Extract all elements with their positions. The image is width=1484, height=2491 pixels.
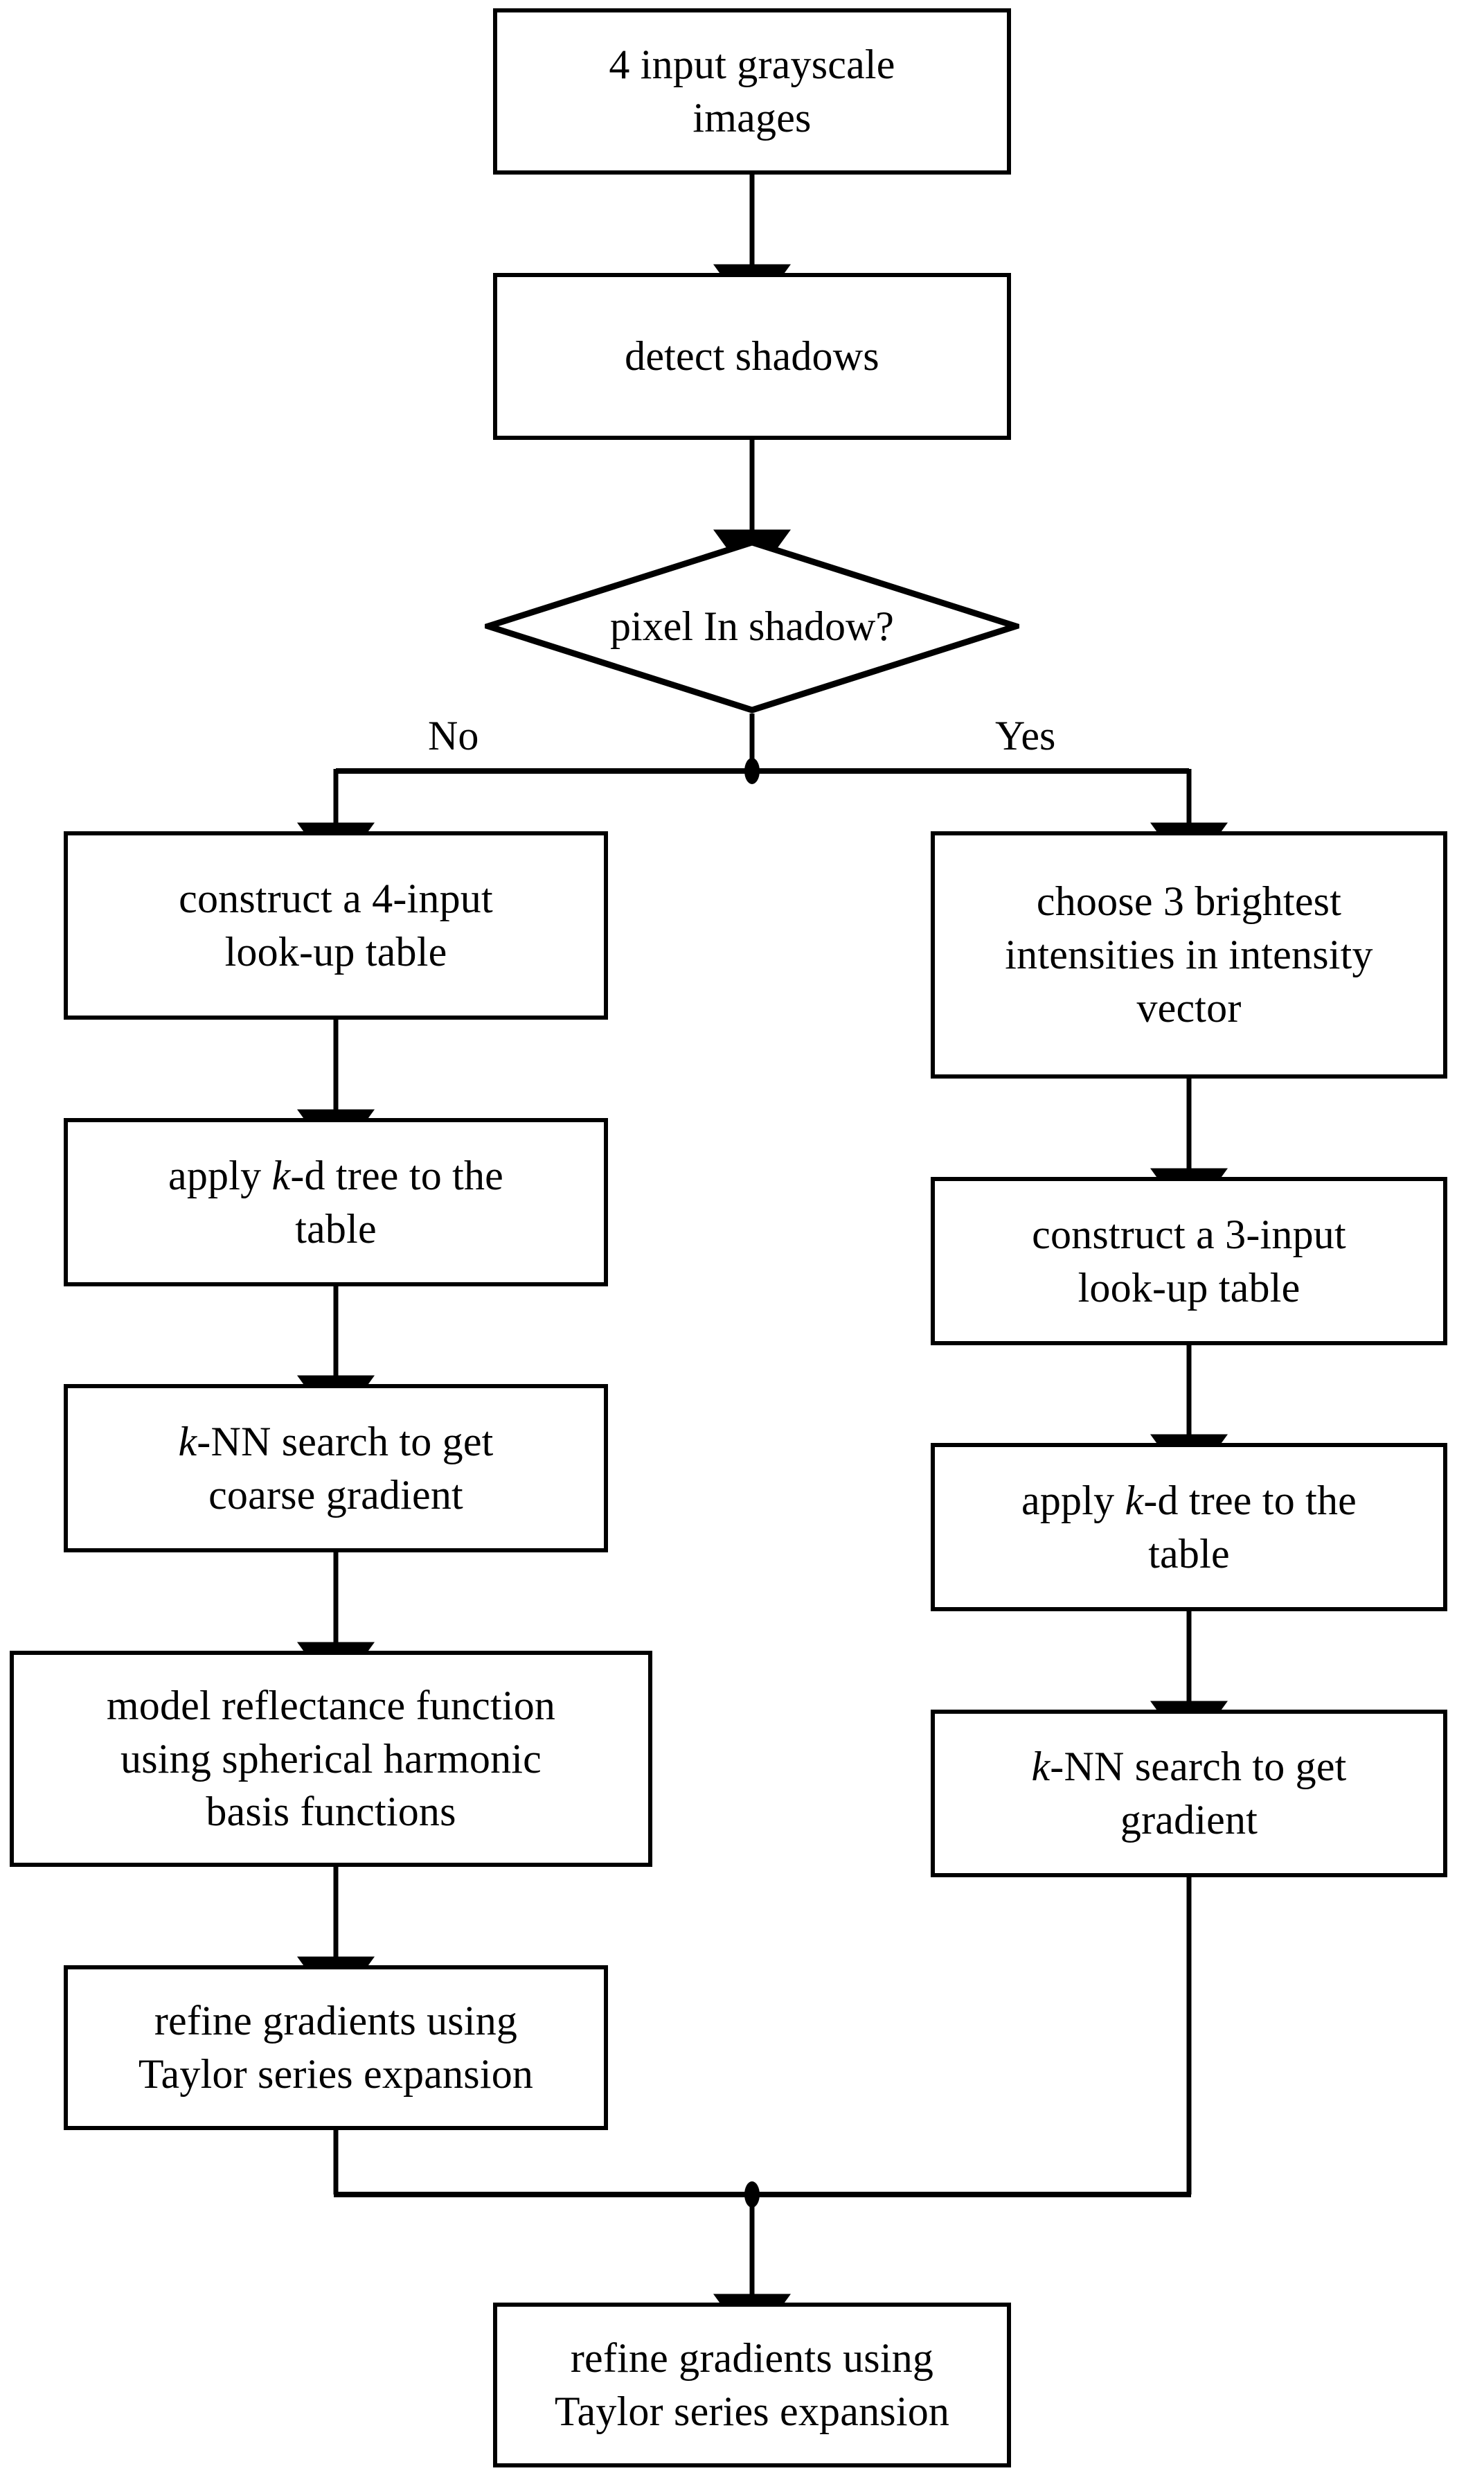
node-apply-kd-tree-right[interactable]: apply k-d tree to the table (931, 1443, 1447, 1611)
node-construct-4-input-lut-label: construct a 4-input look-up table (179, 876, 493, 975)
node-pixel-in-shadow-label: pixel In shadow? (610, 603, 894, 649)
edge-label-no: No (428, 713, 479, 759)
node-refine-gradients-left-label: refine gradients using Taylor series exp… (138, 1998, 534, 2097)
node-detect-shadows-label: detect shadows (625, 333, 879, 380)
node-knn-search-gradient-label: k-NN search to get gradient (942, 1740, 1436, 1847)
junction-dot-split (744, 758, 760, 784)
node-choose-3-brightest-label: choose 3 brightest intensities in intens… (1005, 878, 1373, 1031)
node-construct-3-input-lut-label: construct a 3-input look-up table (1032, 1211, 1346, 1311)
kd-left-k: k (271, 1152, 291, 1198)
kd-left-pre: apply (168, 1152, 272, 1198)
node-detect-shadows[interactable]: detect shadows (493, 273, 1011, 440)
node-knn-search-gradient[interactable]: k-NN search to get gradient (931, 1710, 1447, 1877)
node-input-images-label: 4 input grayscale images (609, 42, 895, 141)
kd-right-k: k (1125, 1477, 1144, 1523)
node-refine-gradients-left[interactable]: refine gradients using Taylor series exp… (64, 1965, 608, 2130)
node-pixel-in-shadow-decision[interactable]: pixel In shadow? (485, 539, 1019, 713)
node-input-images[interactable]: 4 input grayscale images (493, 8, 1011, 175)
node-apply-kd-tree-left-label: apply k-d tree to the table (75, 1149, 597, 1256)
node-choose-3-brightest[interactable]: choose 3 brightest intensities in intens… (931, 831, 1447, 1079)
diamond-shape (485, 539, 1019, 713)
node-knn-search-coarse-gradient-label: k-NN search to get coarse gradient (75, 1415, 597, 1522)
node-model-reflectance-function-label: model reflectance function using spheric… (106, 1682, 556, 1835)
node-construct-4-input-lut[interactable]: construct a 4-input look-up table (64, 831, 608, 1020)
node-refine-gradients-final-label: refine gradients using Taylor series exp… (554, 2335, 950, 2434)
edge-label-yes: Yes (995, 713, 1056, 759)
kd-right-post: -d tree to the table (1143, 1477, 1357, 1577)
junction-dot-merge (744, 2181, 760, 2208)
kd-left-post: -d tree to the table (290, 1152, 504, 1252)
knn-left-post: -NN search to get coarse gradient (197, 1418, 494, 1518)
node-refine-gradients-final[interactable]: refine gradients using Taylor series exp… (493, 2303, 1011, 2467)
knn-right-post: -NN search to get gradient (1050, 1744, 1347, 1843)
kd-right-pre: apply (1021, 1477, 1125, 1523)
node-construct-3-input-lut[interactable]: construct a 3-input look-up table (931, 1177, 1447, 1345)
knn-left-k: k (178, 1418, 197, 1464)
node-model-reflectance-function[interactable]: model reflectance function using spheric… (10, 1651, 652, 1867)
node-knn-search-coarse-gradient[interactable]: k-NN search to get coarse gradient (64, 1384, 608, 1552)
node-apply-kd-tree-left[interactable]: apply k-d tree to the table (64, 1118, 608, 1286)
knn-right-k: k (1031, 1744, 1051, 1790)
node-apply-kd-tree-right-label: apply k-d tree to the table (942, 1474, 1436, 1581)
